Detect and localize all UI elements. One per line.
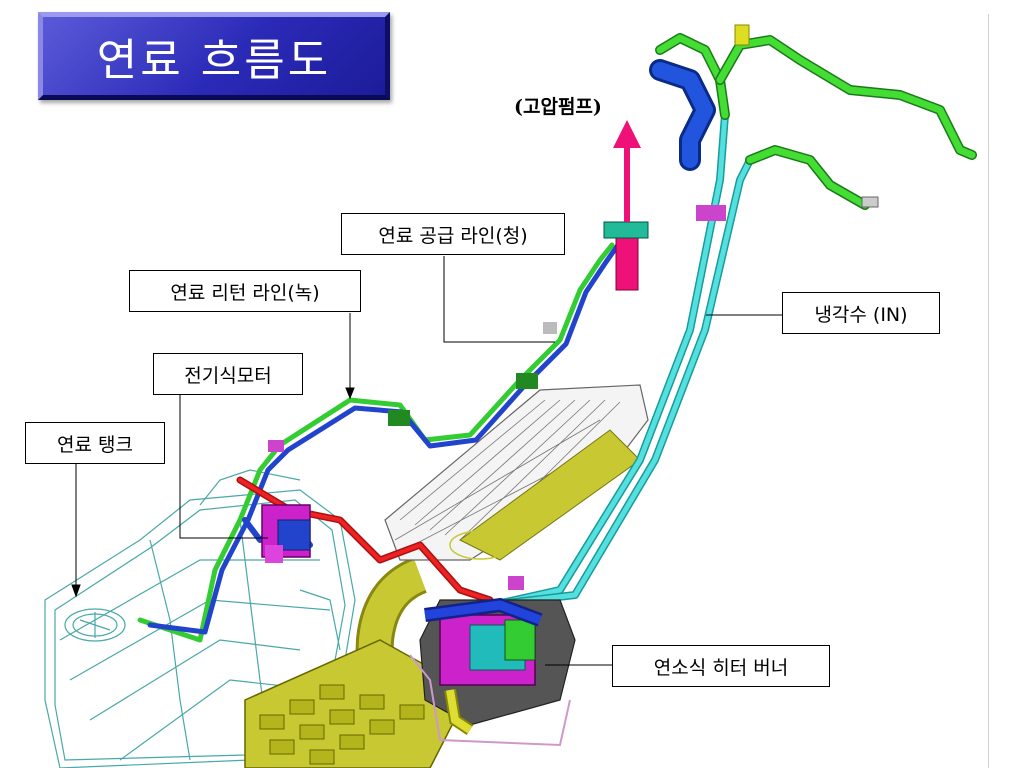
label-fuel-return-line: 연료 리턴 라인(녹) [129,270,361,312]
heater-burner-unit [409,576,576,747]
coolant-lines [466,111,754,614]
leader-supply [443,256,555,343]
right-divider [988,14,989,768]
page-title: 연료 흐름도 [96,35,332,86]
label-coolant-in: 냉각수 (IN) [782,292,940,334]
leader-motor [179,395,268,539]
exhaust-assembly [244,384,649,768]
upper-hoses [649,24,977,221]
label-heater-burner: 연소식 히터 버너 [612,645,830,687]
label-fuel-supply-line: 연료 공급 라인(청) [341,213,565,255]
label-electric-motor: 전기식모터 [153,353,303,395]
leader-lines [71,256,782,666]
label-high-pressure-pump: (고압펌프) [514,96,602,118]
title-banner: 연료 흐름도 [38,12,390,100]
label-fuel-tank: 연료 탱크 [25,422,165,464]
electric-motor-unit [261,504,311,563]
high-pressure-arrow [603,120,649,291]
